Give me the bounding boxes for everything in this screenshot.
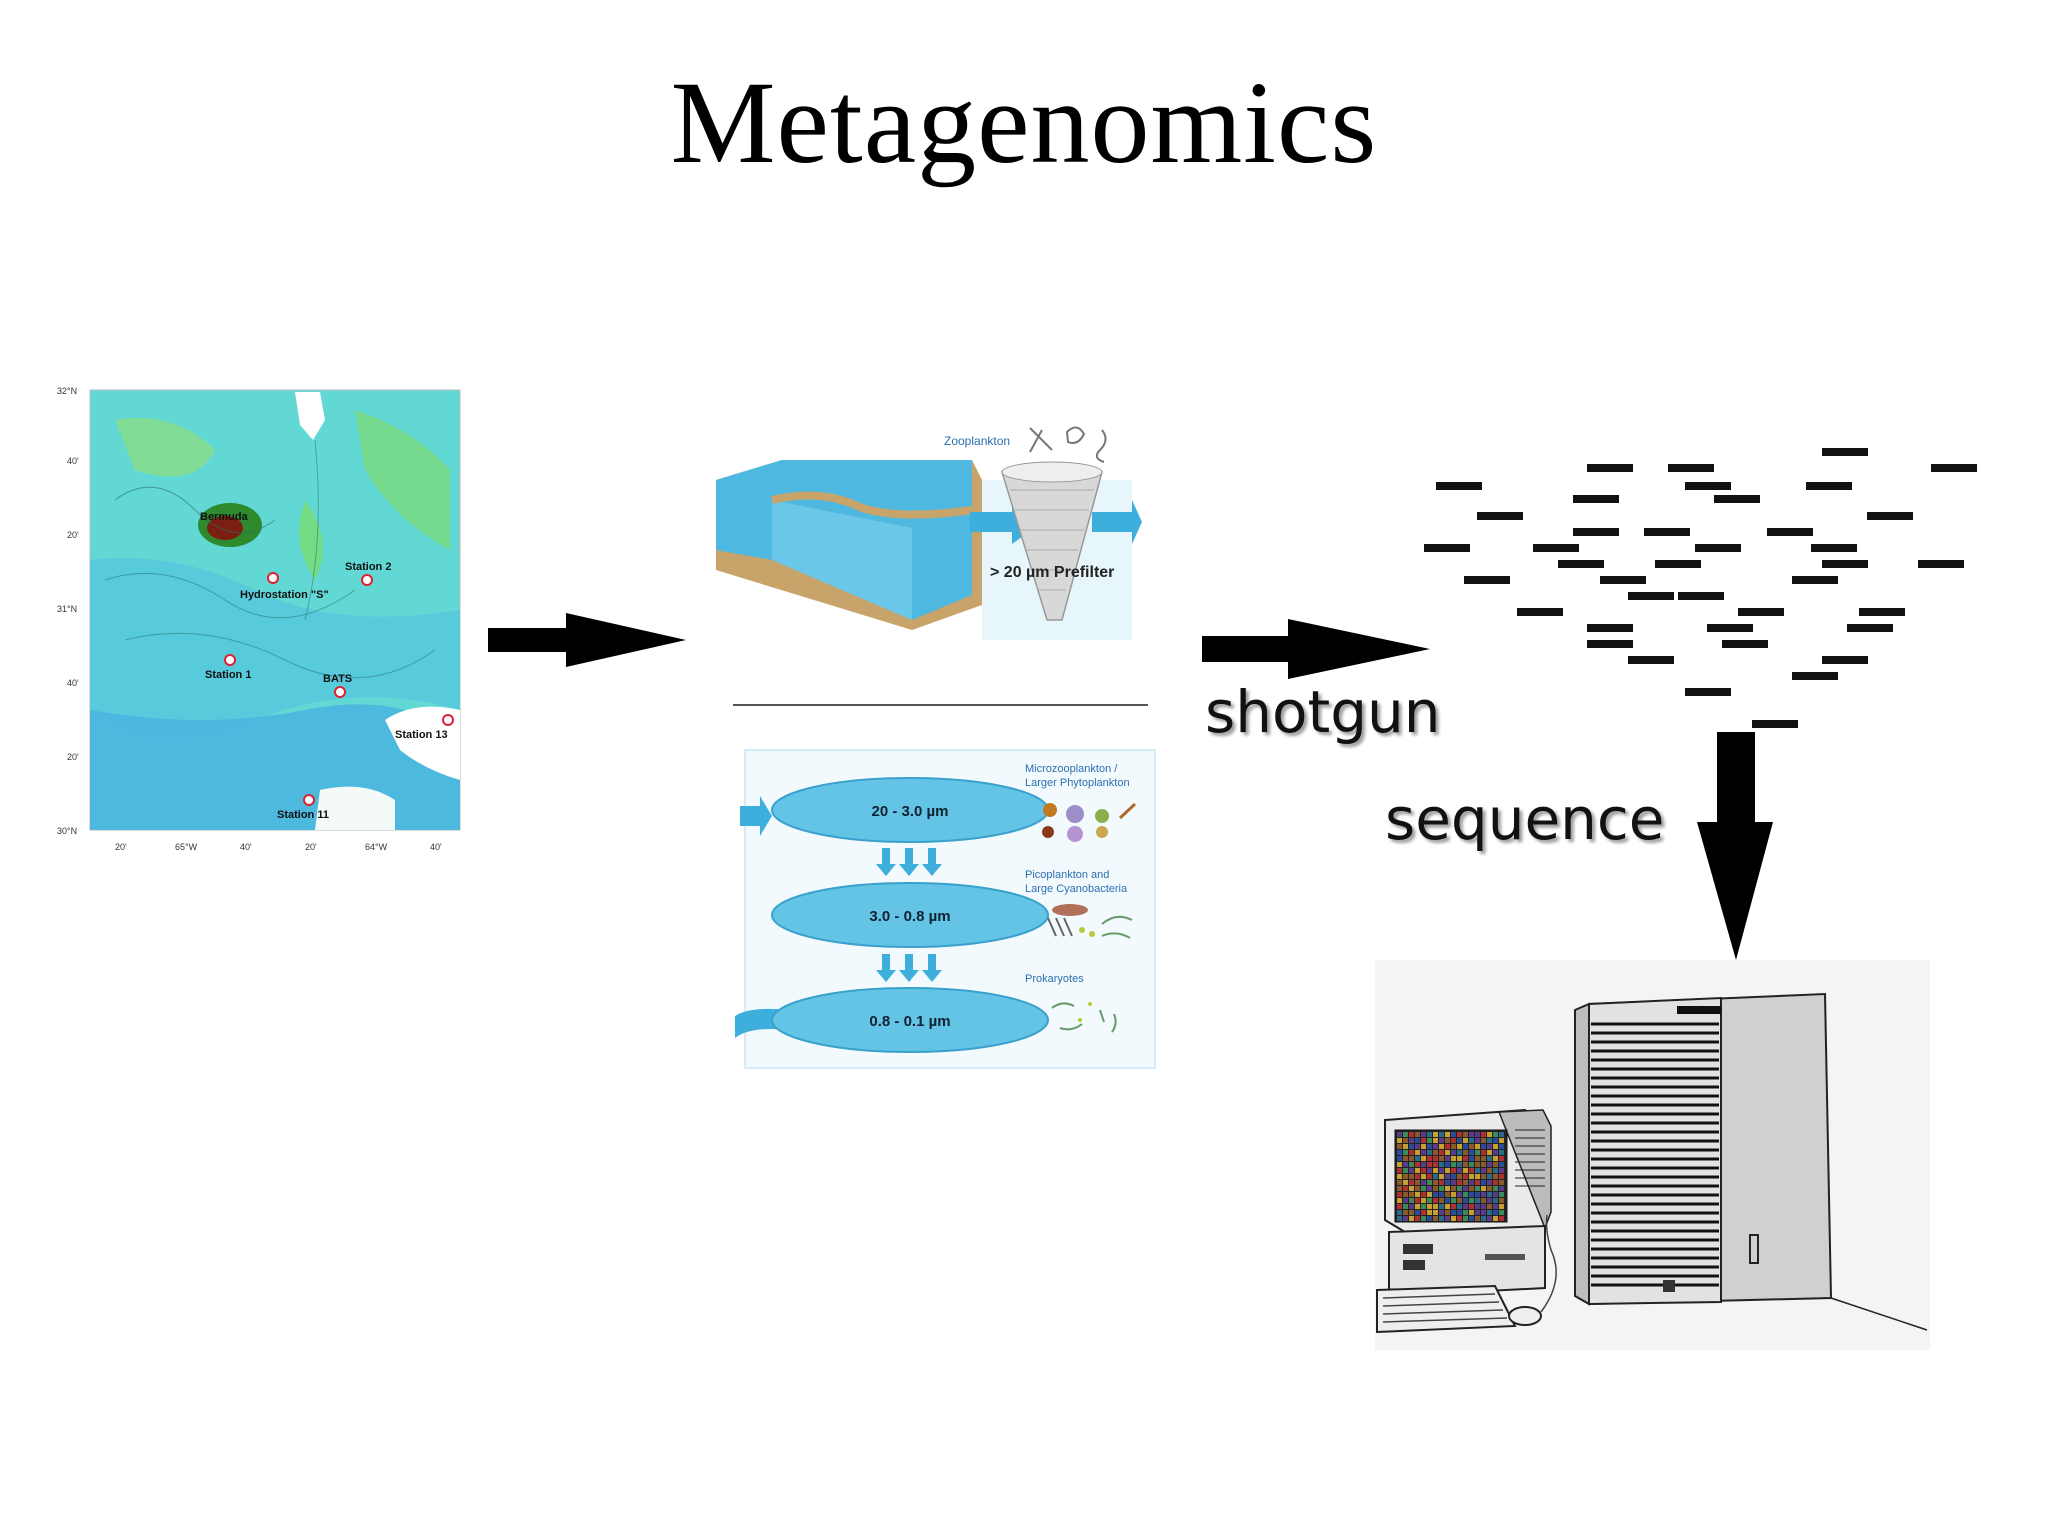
picoplankton-icon (1047, 904, 1133, 939)
svg-text:Station 2: Station 2 (345, 561, 391, 573)
svg-text:Station 13: Station 13 (395, 729, 448, 741)
station-13: Station 13 (395, 714, 454, 741)
svg-text:20': 20' (67, 752, 79, 762)
svg-text:40': 40' (67, 678, 79, 688)
prefilter-diagram: Zooplankton > 20 µm Prefilter (716, 426, 1142, 640)
fraction-3-size: 0.8 - 0.1 µm (869, 1013, 950, 1030)
zooplankton-icon (1029, 426, 1107, 463)
svg-text:20': 20' (115, 842, 127, 852)
station-1: Station 1 (205, 654, 251, 681)
station-bats: BATS (323, 673, 352, 698)
sampling-map: Bermuda Hydrostation "S" Station 2 Stati… (55, 380, 475, 860)
svg-text:20': 20' (67, 530, 79, 540)
svg-text:Hydrostation "S": Hydrostation "S" (240, 589, 329, 601)
fraction-2-group-line1: Picoplankton and (1025, 869, 1109, 881)
svg-text:65°W: 65°W (175, 842, 198, 852)
page-title: Metagenomics (670, 57, 1378, 188)
fraction-2-group-line2: Large Cyanobacteria (1025, 883, 1128, 895)
down-arrows-1 (876, 848, 942, 876)
svg-text:Station 1: Station 1 (205, 669, 251, 681)
svg-text:40': 40' (67, 456, 79, 466)
arrow-right-icon (488, 613, 686, 667)
fraction-1-group-line2: Larger Phytoplankton (1025, 777, 1130, 789)
separator (733, 704, 1148, 706)
station-hydrostation: Hydrostation "S" (240, 572, 329, 601)
phytoplankton-icon (1042, 802, 1137, 842)
station-bermuda: Bermuda (200, 511, 249, 523)
svg-text:Bermuda: Bermuda (200, 511, 249, 523)
fraction-1-group-line1: Microzooplankton / (1025, 763, 1118, 775)
arrow-down-icon (1697, 732, 1773, 960)
fraction-1-size: 20 - 3.0 µm (871, 803, 948, 820)
shotgun-label: shotgun (1205, 678, 1441, 746)
fraction-3: 0.8 - 0.1 µm Prokaryotes (771, 973, 1117, 1053)
sequence-reads (1424, 448, 1977, 728)
sequence-label: sequence (1385, 785, 1665, 853)
fraction-3-group-line1: Prokaryotes (1025, 973, 1084, 985)
zooplankton-label: Zooplankton (944, 434, 1010, 448)
map-lon-ticks: 20' 65°W 40' 20' 64°W 40' (115, 842, 442, 852)
size-fraction-diagram: 20 - 3.0 µm Microzooplankton / Larger Ph… (735, 749, 1156, 1069)
svg-text:40': 40' (430, 842, 442, 852)
map-lat-ticks: 32°N 40' 20' 31°N 40' 20' 30°N (57, 386, 79, 836)
svg-text:32°N: 32°N (57, 386, 77, 396)
down-arrows-2 (876, 954, 942, 982)
svg-text:31°N: 31°N (57, 604, 77, 614)
svg-text:20': 20' (305, 842, 317, 852)
fraction-2: 3.0 - 0.8 µm Picoplankton and Large Cyan… (771, 869, 1133, 948)
fraction-1: 20 - 3.0 µm Microzooplankton / Larger Ph… (771, 763, 1137, 843)
station-2: Station 2 (345, 561, 391, 586)
svg-text:64°W: 64°W (365, 842, 388, 852)
svg-text:30°N: 30°N (57, 826, 77, 836)
computer-icon (1375, 960, 1930, 1350)
svg-text:BATS: BATS (323, 673, 352, 685)
arrow-right-icon (1202, 619, 1430, 679)
prefilter-label: > 20 µm Prefilter (990, 564, 1114, 581)
prokaryotes-icon (1051, 1002, 1117, 1033)
fraction-2-size: 3.0 - 0.8 µm (869, 908, 950, 925)
svg-text:40': 40' (240, 842, 252, 852)
station-11: Station 11 (277, 794, 329, 821)
svg-text:Station 11: Station 11 (277, 809, 329, 821)
